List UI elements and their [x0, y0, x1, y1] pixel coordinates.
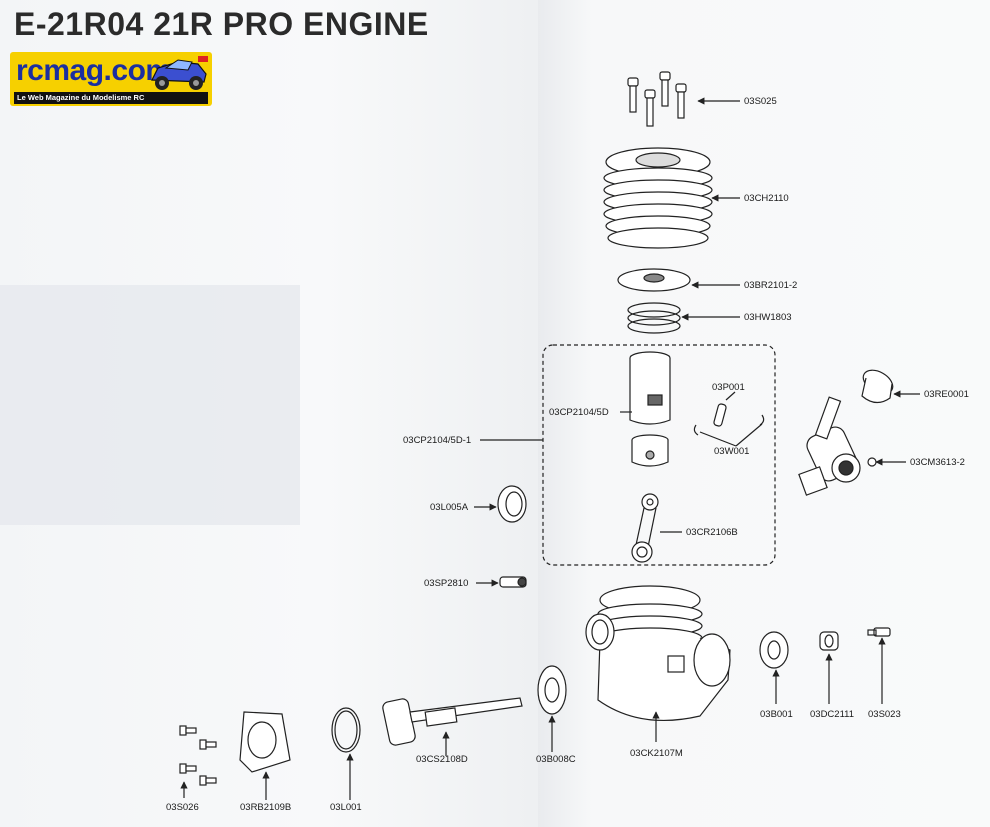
label-03L005A: 03L005A: [430, 502, 469, 513]
cylinder-head: [603, 147, 740, 249]
label-03HW1803: 03HW1803: [744, 312, 792, 323]
label-03CS2108D: 03CS2108D: [416, 754, 468, 765]
label-03W001: 03W001: [714, 446, 749, 457]
exhaust-ring: [474, 485, 527, 523]
label-03P001: 03P001: [712, 382, 745, 393]
rear-bearing: [759, 631, 789, 704]
label-03BR2101-2: 03BR2101-2: [744, 280, 797, 291]
rear-cover: [239, 711, 291, 800]
collar-screw: [867, 627, 891, 704]
rcmag-logo[interactable]: rcmag.com Le Web Magazine du Modelisme R…: [10, 52, 212, 106]
label-03RE0001: 03RE0001: [924, 389, 969, 400]
label-03SP2810: 03SP2810: [424, 578, 468, 589]
label-03CP2104-5D: 03CP2104/5D: [549, 407, 609, 418]
label-03RB2109B: 03RB2109B: [240, 802, 291, 813]
label-03S026: 03S026: [166, 802, 199, 813]
label-03CH2110: 03CH2110: [744, 193, 789, 204]
rear-o-ring: [331, 707, 361, 800]
label-03B008C: 03B008C: [536, 754, 576, 765]
piston-set-group: [542, 344, 776, 566]
glow-plug: [476, 576, 527, 588]
wrist-pin-and-clips: [693, 391, 765, 447]
label-03CR2106B: 03CR2106B: [686, 527, 738, 538]
logo-text: rcmag.com: [16, 54, 172, 87]
head-screws: [627, 71, 740, 127]
rc-car-icon: [151, 56, 208, 90]
label-03L001: 03L001: [330, 802, 362, 813]
carburetor: [798, 396, 906, 496]
label-03B001: 03B001: [760, 709, 793, 720]
drive-collar: [819, 631, 839, 704]
front-bearing: [537, 665, 567, 752]
label-03S025: 03S025: [744, 96, 777, 107]
carb-restrictor: [861, 369, 920, 404]
label-03S023: 03S023: [868, 709, 901, 720]
crankshaft: [382, 697, 523, 756]
label-03DC2111: 03DC2111: [810, 709, 854, 720]
label-03CK2107M: 03CK2107M: [630, 748, 683, 759]
button-head: [617, 268, 740, 292]
label-03CP2104-5D-1: 03CP2104/5D-1: [403, 435, 471, 446]
scan-shadow: [0, 285, 300, 525]
head-shims: [627, 302, 740, 334]
connecting-rod: [631, 493, 682, 563]
label-03CM3613-2: 03CM3613-2: [910, 457, 965, 468]
cover-screws: [179, 725, 217, 798]
page-title: E-21R04 21R PRO ENGINE: [14, 6, 429, 42]
logo-tagline: Le Web Magazine du Modelisme RC: [14, 92, 208, 104]
sleeve-and-piston: [620, 351, 671, 467]
crankcase: [585, 585, 731, 742]
